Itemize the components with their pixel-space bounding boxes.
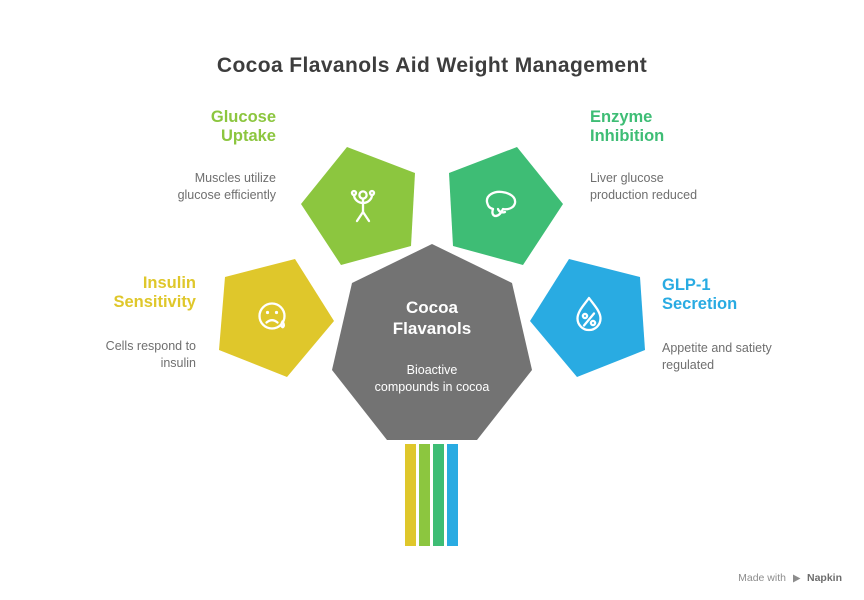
node-pentagon-glucose-uptake (301, 147, 415, 265)
node-pentagon-enzyme-inhibition (449, 147, 563, 265)
center-subtitle: Bioactive compounds in cocoa (347, 362, 517, 395)
desc-line: Appetite and satiety (662, 341, 772, 355)
sad-face-icon (258, 302, 286, 330)
desc-line: regulated (662, 357, 715, 372)
node-desc-glp-1-secretion: Appetite and satiety regulated (662, 340, 842, 374)
desc-line: production reduced (590, 187, 698, 202)
napkin-logo-icon (792, 574, 801, 582)
node-desc-glucose-uptake: Muscles utilize glucose efficiently (96, 170, 276, 204)
desc-line: Cells respond to (105, 339, 196, 353)
desc-line: Muscles utilize (194, 171, 276, 185)
center-title-line: Flavanols (392, 319, 472, 339)
napkin-watermark[interactable]: Made with Napkin (738, 572, 842, 584)
watermark-prefix: Made with (738, 572, 786, 584)
liver-icon (485, 190, 517, 218)
stem-stripe-lime (419, 444, 430, 546)
desc-line: glucose efficiently (177, 187, 276, 202)
label-line: Insulin (142, 274, 196, 292)
stem-stripe-yellow (405, 444, 416, 546)
node-pentagon-insulin-sensitivity (219, 259, 334, 377)
desc-line: insulin (160, 355, 196, 370)
label-line: Enzyme (590, 108, 653, 126)
stem-stripe-blue (447, 444, 458, 546)
stem-stripe-green (433, 444, 444, 546)
desc-line: Liver glucose (590, 171, 664, 185)
label-line: Inhibition (590, 127, 665, 146)
node-label-glucose-uptake: Glucose Uptake (96, 108, 276, 147)
node-label-glp-1-secretion: GLP-1 Secretion (662, 276, 842, 315)
label-line: Glucose (210, 108, 276, 126)
droplet-percent-icon (576, 296, 602, 332)
center-subtitle-line: compounds in cocoa (374, 379, 490, 394)
center-title: Cocoa Flavanols (357, 297, 507, 340)
node-label-enzyme-inhibition: Enzyme Inhibition (590, 108, 790, 147)
label-line: GLP-1 (662, 276, 711, 294)
label-line: Sensitivity (113, 293, 196, 312)
center-title-line: Cocoa (406, 298, 458, 317)
muscle-flex-icon (350, 189, 376, 223)
label-line: Secretion (662, 295, 738, 314)
stem-stripes (405, 444, 458, 546)
node-desc-enzyme-inhibition: Liver glucose production reduced (590, 170, 790, 204)
center-subtitle-line: Bioactive (406, 363, 458, 377)
node-desc-insulin-sensitivity: Cells respond to insulin (30, 338, 196, 372)
center-heptagon (332, 244, 532, 440)
node-label-insulin-sensitivity: Insulin Sensitivity (30, 274, 196, 313)
page-title: Cocoa Flavanols Aid Weight Management (216, 54, 648, 77)
watermark-brand: Napkin (806, 572, 842, 584)
label-line: Uptake (220, 127, 276, 146)
